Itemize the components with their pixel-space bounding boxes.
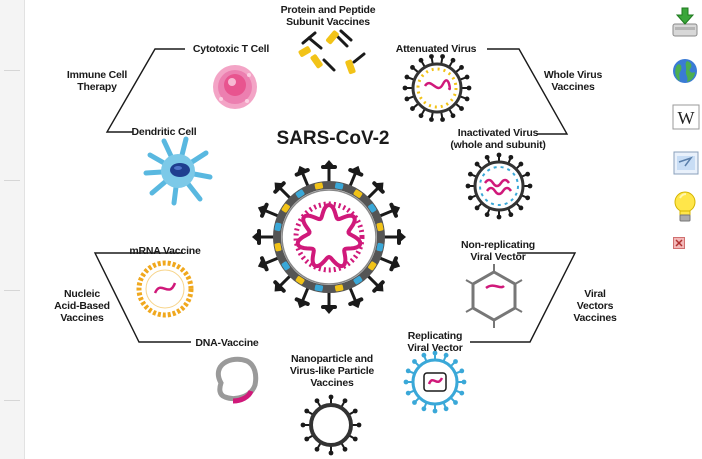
protein-subunit-icon (298, 29, 366, 75)
dendritic-cell-icon (143, 136, 213, 206)
t-cell-icon (213, 65, 257, 109)
gutter-divider (4, 70, 20, 71)
label-nucleic-acid: Nucleic Acid-Based Vaccines (54, 288, 110, 324)
nanoparticle-icon (300, 394, 362, 456)
label-non-replicating: Non-replicating Viral Vector (460, 239, 536, 263)
gutter-divider (4, 180, 20, 181)
label-dendritic-cell: Dendritic Cell (131, 126, 197, 138)
non-replicating-vector-icon (465, 264, 523, 328)
replicating-vector-icon (403, 350, 467, 414)
close-icon[interactable] (673, 236, 685, 254)
inactivated-virus-icon (465, 152, 533, 220)
wikipedia-icon[interactable]: W (671, 102, 701, 137)
label-inactivated-virus: Inactivated Virus (whole and subunit) (450, 127, 546, 151)
dna-vaccine-icon (216, 356, 259, 404)
label-viral-vectors: Viral Vectors Vaccines (573, 288, 617, 324)
label-mrna-vaccine: mRNA Vaccine (129, 245, 201, 257)
label-protein-peptide: Protein and Peptide Subunit Vaccines (280, 4, 376, 28)
image-icon[interactable] (671, 148, 701, 183)
attenuated-virus-icon (402, 54, 472, 122)
download-icon[interactable] (671, 6, 699, 43)
lightbulb-icon[interactable] (671, 190, 699, 229)
label-attenuated-virus: Attenuated Virus (395, 43, 477, 55)
nucleic-acid-bracket (93, 252, 191, 343)
immune-cell-bracket (105, 48, 185, 133)
diagram-title: SARS-CoV-2 (276, 128, 390, 149)
vaccine-diagram: Protein and Peptide Subunit Vaccines Cyt… (25, 0, 655, 459)
viral-vector-bracket (470, 252, 577, 343)
svg-text:W: W (678, 108, 695, 128)
mrna-vaccine-icon (136, 260, 194, 318)
label-cytotoxic-t-cell: Cytotoxic T Cell (192, 43, 270, 55)
label-replicating: Replicating Viral Vector (407, 330, 463, 354)
label-nanoparticle: Nanoparticle and Virus-like Particle Vac… (289, 353, 375, 389)
label-whole-virus-vaccines: Whole Virus Vaccines (543, 69, 603, 93)
whole-virus-bracket (487, 48, 569, 135)
left-gutter (0, 0, 25, 459)
globe-icon[interactable] (671, 56, 699, 91)
gutter-divider (4, 400, 20, 401)
label-immune-cell-therapy: Immune Cell Therapy (66, 69, 128, 93)
sars-cov-2-virus-icon (252, 160, 406, 314)
label-dna-vaccine: DNA-Vaccine (195, 337, 259, 349)
gutter-divider (4, 290, 20, 291)
diagram-graphics (93, 29, 577, 456)
side-toolbar: W (665, 0, 702, 459)
